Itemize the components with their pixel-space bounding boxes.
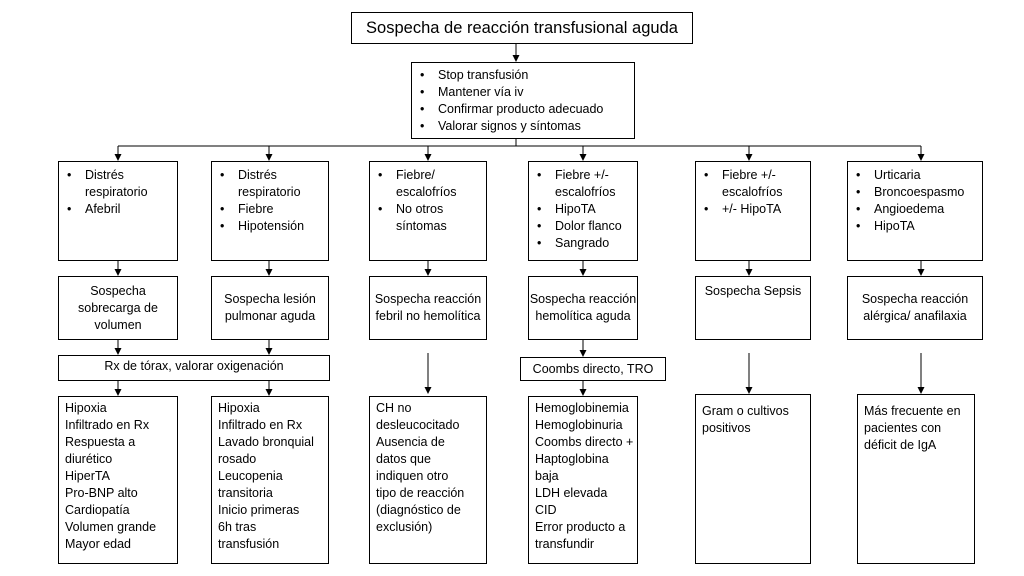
suspicion-box-sepsis: Sospecha Sepsis bbox=[695, 276, 811, 340]
detail-line: Hipoxia bbox=[65, 401, 107, 415]
detail-line: (diagnóstico de bbox=[376, 503, 461, 517]
suspicion-label: Sospecha lesión pulmonar aguda bbox=[224, 292, 316, 323]
suspicion-label: Sospecha sobrecarga de volumen bbox=[78, 283, 158, 332]
finding-item: Fiebre bbox=[220, 201, 324, 218]
detail-line: CID bbox=[535, 503, 557, 517]
suspicion-label: Sospecha reacción hemolítica aguda bbox=[529, 292, 637, 323]
detail-line: transfusión bbox=[218, 537, 280, 551]
detail-line: Gram o cultivos bbox=[702, 404, 789, 418]
findings-box-febrile: Fiebre/ escalofríos No otros síntomas bbox=[369, 161, 487, 261]
finding-item: Distrés respiratorio bbox=[67, 167, 173, 201]
detail-line: LDH elevada bbox=[535, 486, 608, 500]
details-box-febrile: CH no desleucocitado Ausencia de datos q… bbox=[369, 396, 487, 564]
detail-line: Hipoxia bbox=[218, 401, 260, 415]
step-item: Stop transfusión bbox=[420, 67, 630, 84]
details-box-allergic: Más frecuente en pacientes con déficit d… bbox=[857, 394, 975, 564]
detail-line: Pro-BNP alto bbox=[65, 486, 138, 500]
suspicion-label: Sospecha Sepsis bbox=[704, 284, 802, 298]
diagram-title: Sospecha de reacción transfusional aguda bbox=[351, 12, 693, 44]
detail-line: Cardiopatía bbox=[65, 503, 130, 517]
detail-line: transitoria bbox=[218, 486, 273, 500]
finding-item: HipoTA bbox=[856, 218, 978, 235]
detail-line: Hemoglobinuria bbox=[535, 418, 623, 432]
detail-line: baja bbox=[535, 469, 559, 483]
finding-item: Afebril bbox=[67, 201, 173, 218]
detail-line: pacientes con bbox=[864, 421, 942, 435]
finding-item: Dolor flanco bbox=[537, 218, 633, 235]
finding-item: Sangrado bbox=[537, 235, 633, 252]
initial-steps-box: Stop transfusión Mantener vía iv Confirm… bbox=[411, 62, 635, 139]
detail-line: déficit de IgA bbox=[864, 438, 937, 452]
finding-item: Urticaria bbox=[856, 167, 978, 184]
details-box-hemolytic: Hemoglobinemia Hemoglobinuria Coombs dir… bbox=[528, 396, 638, 564]
detail-line: 6h tras bbox=[218, 520, 257, 534]
finding-item: Hipotensión bbox=[220, 218, 324, 235]
suspicion-box-allergic: Sospecha reacción alérgica/ anafilaxia bbox=[847, 276, 983, 340]
findings-box-hemolytic: Fiebre +/- escalofríos HipoTA Dolor flan… bbox=[528, 161, 638, 261]
detail-line: Más frecuente en bbox=[864, 404, 961, 418]
finding-item: Distrés respiratorio bbox=[220, 167, 324, 201]
details-box-sepsis: Gram o cultivos positivos bbox=[695, 394, 811, 564]
step-item: Mantener vía iv bbox=[420, 84, 630, 101]
detail-line: tipo de reacción bbox=[376, 486, 465, 500]
finding-item: HipoTA bbox=[537, 201, 633, 218]
findings-box-lung-injury: Distrés respiratorio Fiebre Hipotensión bbox=[211, 161, 329, 261]
details-box-lung-injury: Hipoxia Infiltrado en Rx Lavado bronquia… bbox=[211, 396, 329, 564]
detail-line: Respuesta a bbox=[65, 435, 136, 449]
detail-line: Ausencia de bbox=[376, 435, 445, 449]
suspicion-label: Sospecha reacción alérgica/ anafilaxia bbox=[861, 292, 969, 323]
detail-line: desleucocitado bbox=[376, 418, 460, 432]
step-item: Confirmar producto adecuado bbox=[420, 101, 630, 118]
detail-line: Coombs directo + bbox=[535, 435, 634, 449]
finding-item: Fiebre +/- escalofríos bbox=[537, 167, 633, 201]
detail-line: rosado bbox=[218, 452, 257, 466]
suspicion-label: Sospecha reacción febril no hemolítica bbox=[374, 292, 482, 323]
detail-line: Error producto a bbox=[535, 520, 626, 534]
detail-line: HiperTA bbox=[65, 469, 110, 483]
detail-line: Haptoglobina bbox=[535, 452, 609, 466]
detail-line: Mayor edad bbox=[65, 537, 132, 551]
detail-line: CH no bbox=[376, 401, 412, 415]
suspicion-box-volume-overload: Sospecha sobrecarga de volumen bbox=[58, 276, 178, 340]
suspicion-box-hemolytic: Sospecha reacción hemolítica aguda bbox=[528, 276, 638, 340]
details-box-volume-overload: Hipoxia Infiltrado en Rx Respuesta a diu… bbox=[58, 396, 178, 564]
step-item: Valorar signos y síntomas bbox=[420, 118, 630, 135]
findings-box-sepsis: Fiebre +/- escalofríos +/- HipoTA bbox=[695, 161, 811, 261]
suspicion-box-febrile: Sospecha reacción febril no hemolítica bbox=[369, 276, 487, 340]
detail-line: Volumen grande bbox=[65, 520, 157, 534]
detail-line: Leucopenia bbox=[218, 469, 283, 483]
detail-line: exclusión) bbox=[376, 520, 433, 534]
detail-line: Hemoglobinemia bbox=[535, 401, 629, 415]
detail-line: diurético bbox=[65, 452, 113, 466]
detail-line: datos que bbox=[376, 452, 431, 466]
coombs-box: Coombs directo, TRO bbox=[520, 357, 666, 381]
finding-item: No otros síntomas bbox=[378, 201, 482, 235]
finding-item: Fiebre/ escalofríos bbox=[378, 167, 482, 201]
detail-line: Infiltrado en Rx bbox=[65, 418, 150, 432]
finding-item: Fiebre +/- escalofríos bbox=[704, 167, 806, 201]
detail-line: Inicio primeras bbox=[218, 503, 300, 517]
detail-line: Lavado bronquial bbox=[218, 435, 314, 449]
detail-line: indiquen otro bbox=[376, 469, 449, 483]
finding-item: +/- HipoTA bbox=[704, 201, 806, 218]
suspicion-box-lung-injury: Sospecha lesión pulmonar aguda bbox=[211, 276, 329, 340]
detail-line: positivos bbox=[702, 421, 751, 435]
detail-line: Infiltrado en Rx bbox=[218, 418, 303, 432]
chest-xray-box: Rx de tórax, valorar oxigenación bbox=[58, 355, 330, 381]
finding-item: Angioedema bbox=[856, 201, 978, 218]
findings-box-volume-overload: Distrés respiratorio Afebril bbox=[58, 161, 178, 261]
finding-item: Broncoespasmo bbox=[856, 184, 978, 201]
findings-box-allergic: Urticaria Broncoespasmo Angioedema HipoT… bbox=[847, 161, 983, 261]
detail-line: transfundir bbox=[535, 537, 595, 551]
